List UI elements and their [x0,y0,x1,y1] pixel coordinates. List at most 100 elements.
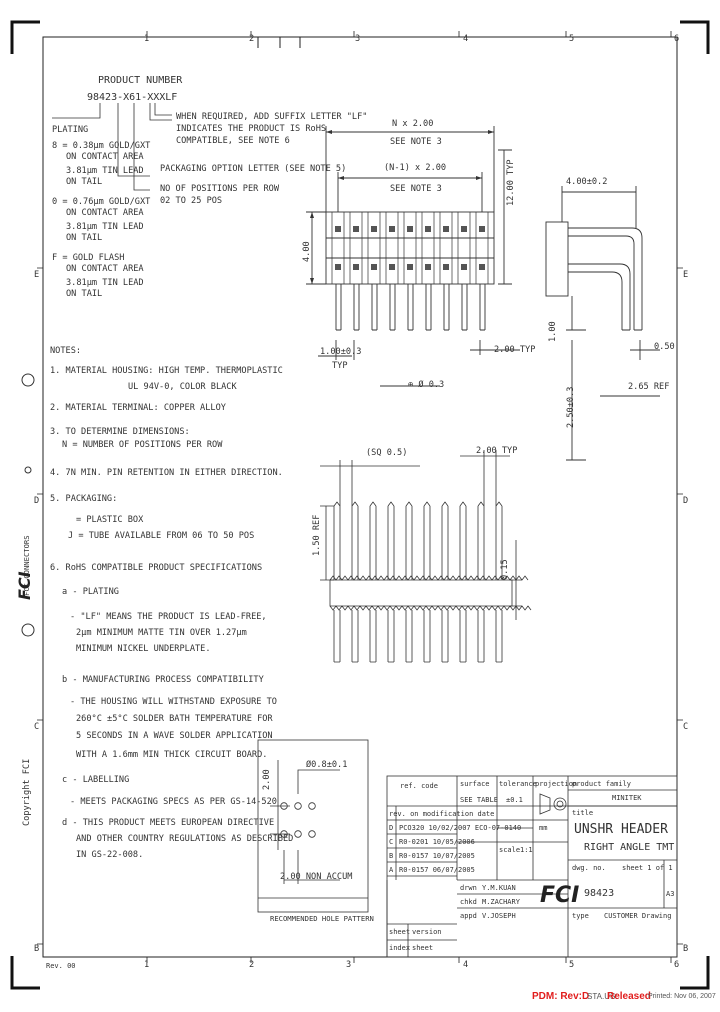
dim-400: 4.00 [302,241,312,262]
zone-bottom-3: 3 [346,960,352,970]
packaging-option-note: PACKAGING OPTION LETTER (SEE NOTE 5) [160,164,347,174]
note-6d-1: AND OTHER COUNTRY REGULATIONS AS DESCRIB… [76,834,294,844]
note-4: 4. 7N MIN. PIN RETENTION IN EITHER DIREC… [50,468,283,478]
note-6c-1: - MEETS PACKAGING SPECS AS PER GS-14-520 [70,797,277,807]
note-6d: d - THIS PRODUCT MEETS EUROPEAN DIRECTIV… [62,818,275,828]
zone-ticks [37,31,683,963]
dim-100: 1.00 [548,321,558,342]
note-5a: = PLASTIC BOX [76,515,144,525]
tb-ref-code-label: ref. code [400,782,438,790]
zone-left-c: C [34,722,40,732]
connector-side-view [545,186,660,461]
positions-note-line1: NO OF POSITIONS PER ROW [160,184,279,194]
note-6a: a - PLATING [62,587,119,597]
zone-bottom-4: 4 [463,960,469,970]
plating-0-line4: ON TAIL [66,233,103,243]
zone-right-c: C [683,722,689,732]
plating-8-line2: ON CONTACT AREA [66,152,144,162]
zone-bottom-1: 1 [144,960,150,970]
hole-dim-non-accum: 2.00 NON ACCUM [280,872,353,882]
note-1b: UL 94V-0, COLOR BLACK [128,382,237,392]
product-number-code: 98423-X61-XXXLF [87,92,178,103]
notes-heading: NOTES: [50,346,82,356]
svg-text:FCI: FCI [540,883,579,908]
dim-050: 0.50 [654,342,675,352]
printed-date: Printed: Nov 06, 2007 [648,993,716,1000]
tb-product-family-label: product family [572,780,632,788]
dim-sq050: (SQ 0.5) [366,448,408,458]
plating-8-line1: 8 = 0.38μm GOLD/GXT [52,141,151,151]
tb-type-label: type [572,912,589,920]
pdm-revision: PDM: Rev:D [532,991,590,1002]
hole-dim-phi08: Ø0.8±0.1 [306,760,348,770]
dim-150-ref: 1.50 REF [312,514,322,556]
plating-0-line1: 0 = 0.76μm GOLD/GXT [52,197,151,207]
plating-0-line3: 3.81μm TIN LEAD [66,222,144,232]
tb-rev-d: D [389,824,394,832]
zone-right-e: E [683,270,689,280]
tb-approved-label: appd [460,912,477,920]
tb-projection-label: projection [535,780,578,788]
drawing-frame [42,36,678,958]
tb-dwg-no-label: dwg. no. [572,864,606,872]
dim-200-typ: 2.00 TYP [494,345,536,355]
dim-1200-typ: 12.00 TYP [506,159,516,206]
zone-top-3: 3 [355,34,361,44]
note-6a-2: 2μm MINIMUM MATTE TIN OVER 1.27μm [76,628,247,638]
hole-pattern-label: RECOMMENDED HOLE PATTERN [270,914,374,923]
zone-top-2: 2 [249,34,255,44]
tb-title-line2: RIGHT ANGLE TMT [584,842,675,853]
dim-400-02: 4.00±0.2 [566,177,608,187]
note-5: 5. PACKAGING: [50,494,118,504]
plating-f-line4: ON TAIL [66,289,103,299]
connector-top-view [306,126,520,387]
dim-100-03: 1.00±0.3 [320,347,362,357]
zone-left-e: E [34,270,40,280]
dim-phi03: ⊕ Ø 0.3 [408,380,445,390]
hole-pattern-drawing [257,739,369,913]
zone-bottom-5: 5 [569,960,575,970]
tb-index-col: index [389,944,411,952]
zone-left-d: D [34,496,40,506]
note-6b-1: - THE HOUSING WILL WITHSTAND EXPOSURE TO [70,697,277,707]
connector-front-view [320,450,532,663]
zone-right-b: B [683,944,689,954]
tb-checked-label: chkd [460,898,477,906]
dim-265-ref: 2.65 REF [628,382,670,392]
plating-f-line2: ON CONTACT AREA [66,264,144,274]
tb-title-line1: UNSHR HEADER [574,822,668,837]
tb-scale-value: 1:1 [520,846,533,854]
suffix-note-line1: WHEN REQUIRED, ADD SUFFIX LETTER "LF" [176,112,368,122]
note-6a-3: MINIMUM NICKEL UNDERPLATE. [76,644,211,654]
suffix-note-line3: COMPATIBLE, SEE NOTE 6 [176,136,290,146]
note-2: 2. MATERIAL TERMINAL: COPPER ALLOY [50,403,226,413]
margin-punch-holes [21,373,35,637]
plating-f-line3: 3.81μm TIN LEAD [66,278,144,288]
projection-symbol [539,793,567,815]
zone-top-4: 4 [463,34,469,44]
plating-0-line2: ON CONTACT AREA [66,208,144,218]
dim-015: 0.15 [500,559,510,580]
note-6b-3: 5 SECONDS IN A WAVE SOLDER APPLICATION [76,731,273,741]
note-5b: J = TUBE AVAILABLE FROM 06 TO 50 POS [68,531,255,541]
dim-250-03: 2.50±0.3 [566,386,576,428]
dim-typ: TYP [332,361,348,371]
product-number-leaders [52,103,172,191]
note-6c: c - LABELLING [62,775,130,785]
tb-title-label: title [572,809,594,817]
tb-surface-value: SEE TABLE [460,796,498,804]
suffix-note-line2: INDICATES THE PRODUCT IS RoHS [176,124,327,134]
tb-rev-c-desc: R0-0201 10/05/2006 [399,838,475,846]
dim-200-typ-b: 2.00 TYP [476,446,518,456]
tb-tolerance-label: tolerance [499,780,537,788]
title-block-grid [386,775,678,958]
dim-n-x-200: N x 2.00 [392,119,434,129]
tb-type-value: CUSTOMER Drawing [604,912,672,920]
tb-drawn-label: drwn [460,884,477,892]
zone-bottom-6: 6 [674,960,680,970]
tb-version-col: version [412,928,442,936]
plating-heading: PLATING [52,125,89,135]
tb-unit: mm [539,824,548,832]
tb-sheet-of: sheet 1 of 1 [622,864,673,872]
tb-rev-a: A [389,866,394,874]
